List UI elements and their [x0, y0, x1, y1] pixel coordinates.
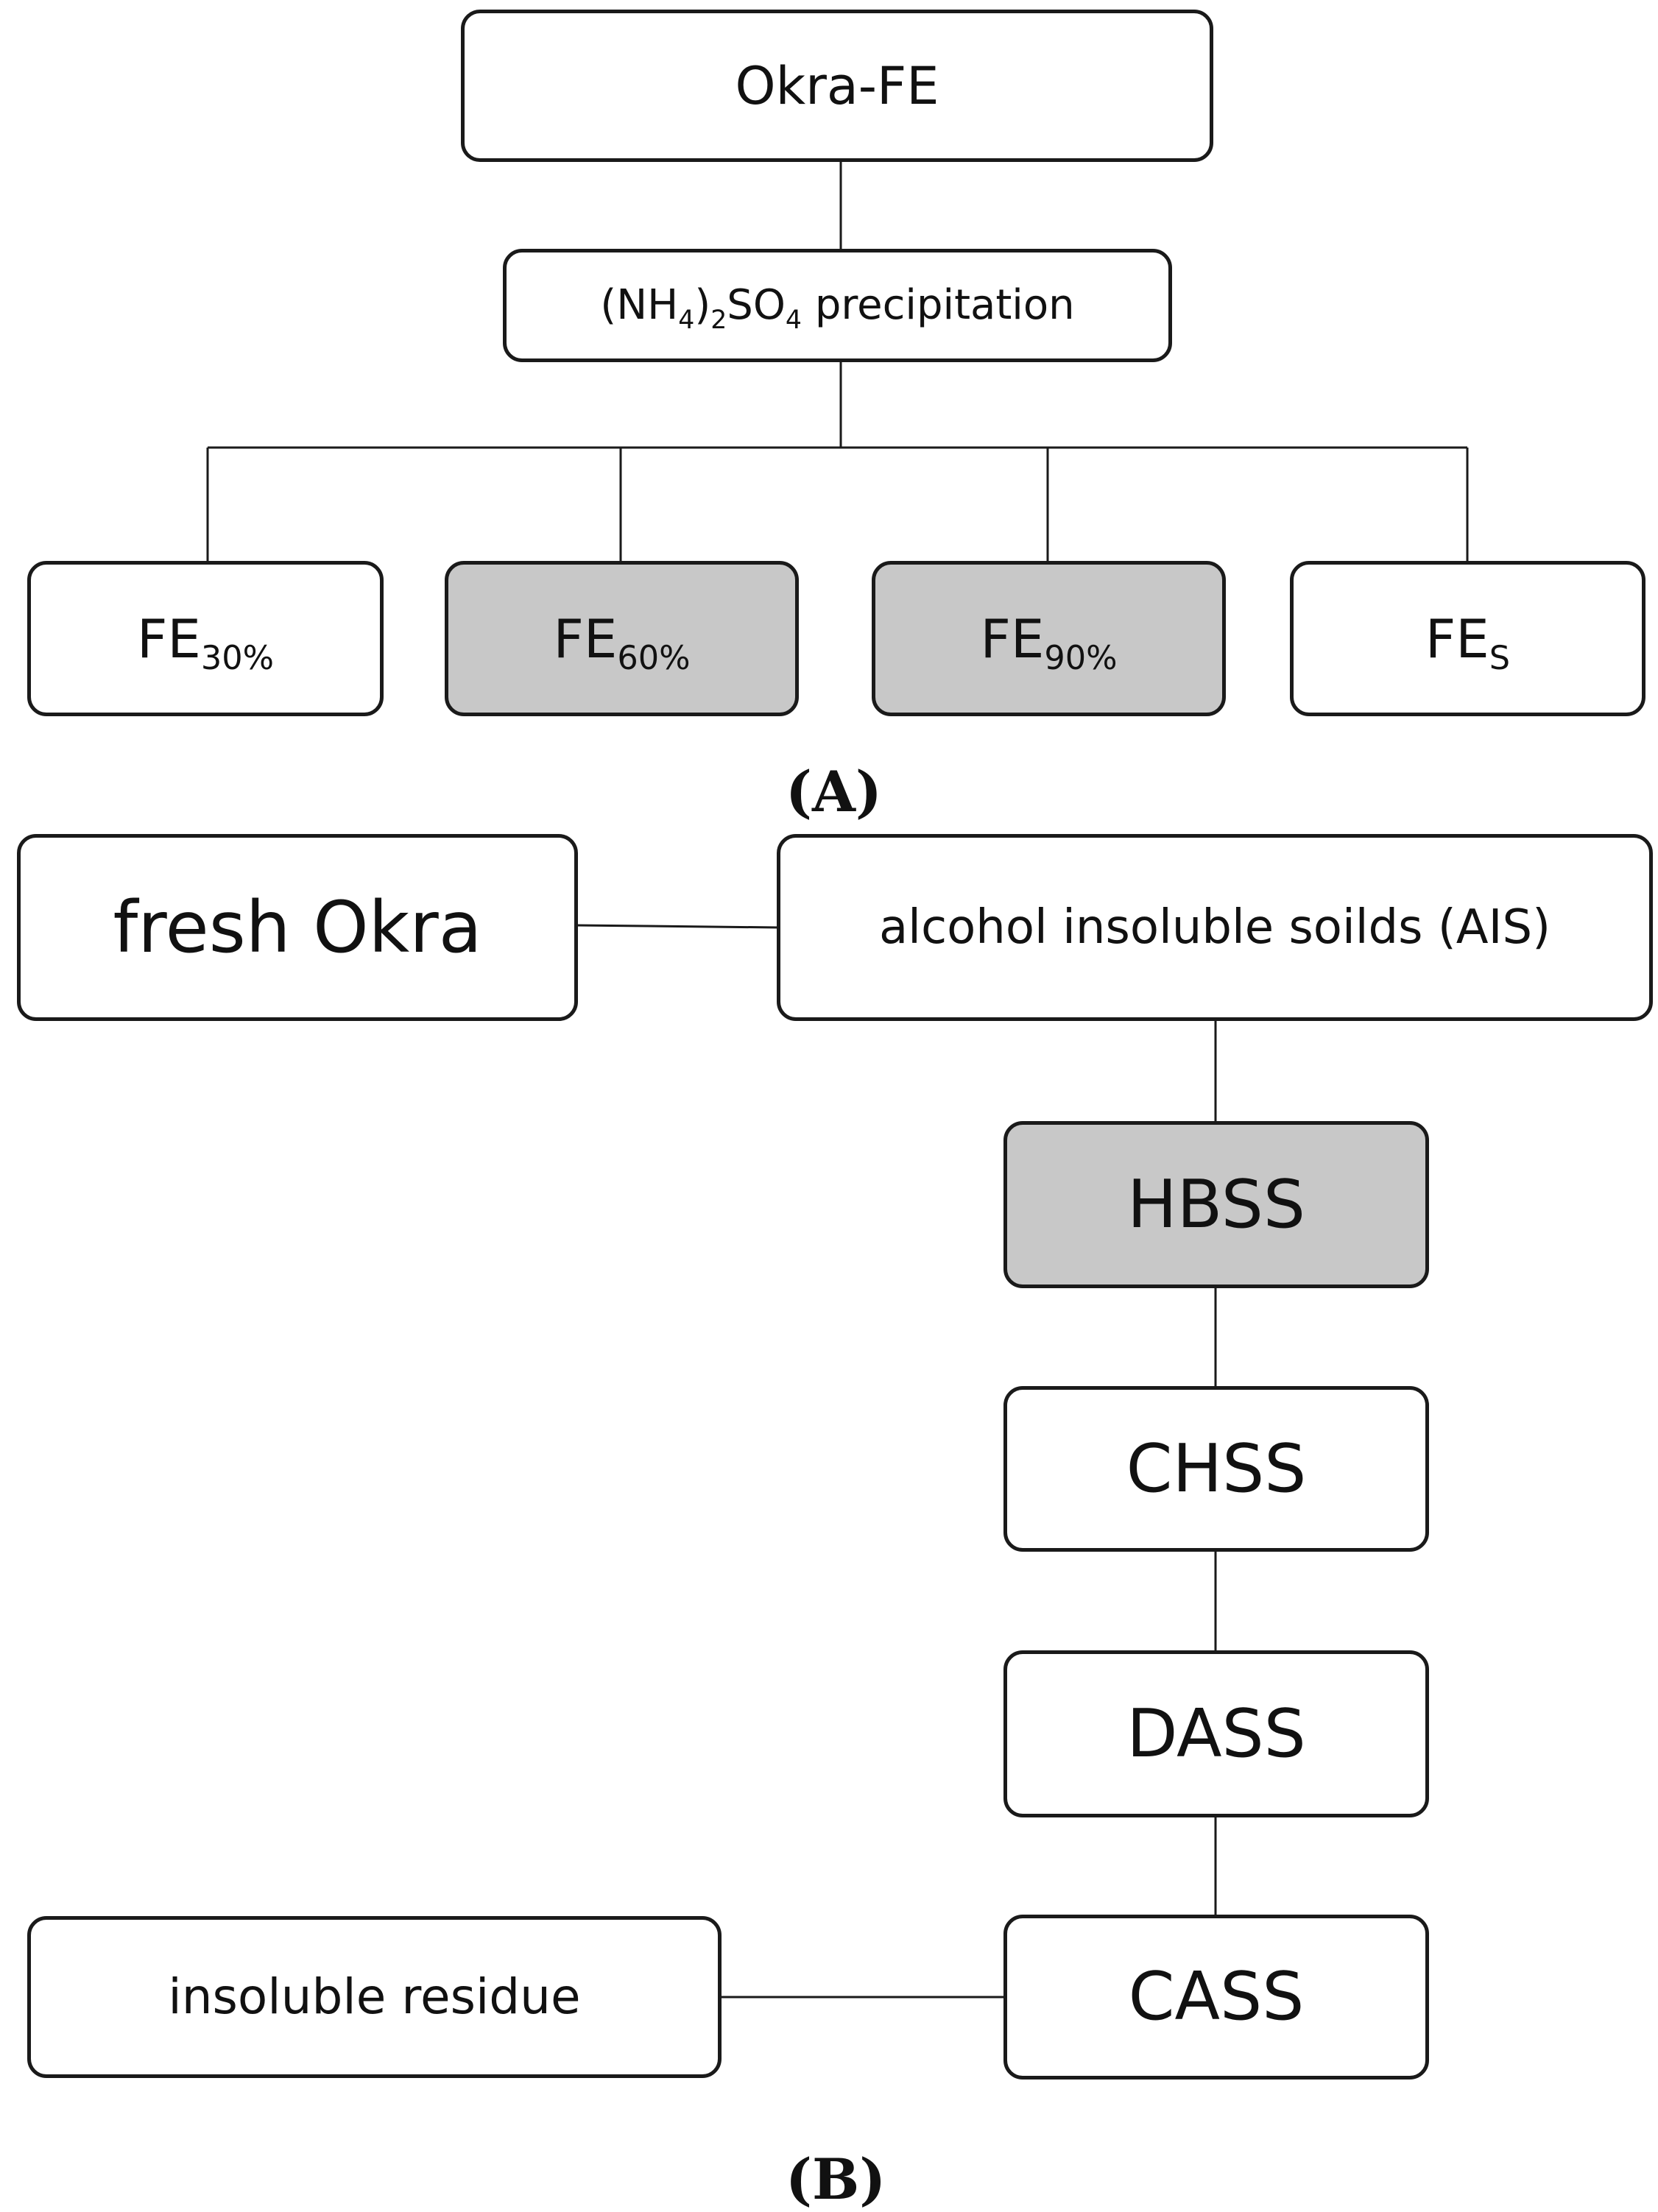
fe30-label: FE30%	[136, 607, 275, 678]
hbss-box: HBSS	[1003, 1121, 1429, 1288]
precipitation-label: (NH4)2SO4 precipitation	[600, 281, 1075, 336]
fresh-okra-label: fresh Okra	[113, 886, 482, 969]
panel-b-label: (B)	[786, 2146, 886, 2212]
fes-box: FES	[1290, 561, 1645, 716]
insoluble-residue-label: insoluble residue	[168, 1968, 581, 2025]
okra-fe-label: Okra-FE	[735, 55, 939, 116]
fe60-label: FE60%	[553, 607, 691, 678]
chss-label: CHSS	[1126, 1430, 1307, 1508]
cass-box: CASS	[1003, 1915, 1429, 2080]
insoluble-residue-box: insoluble residue	[27, 1916, 722, 2078]
ammonium-sulfate-precipitation-box: (NH4)2SO4 precipitation	[503, 249, 1172, 362]
connector-fresh-ais	[575, 924, 779, 929]
cass-label: CASS	[1128, 1958, 1305, 2035]
fresh-okra-box: fresh Okra	[17, 834, 578, 1021]
ais-label: alcohol insoluble soilds (AIS)	[878, 900, 1551, 955]
hbss-label: HBSS	[1126, 1165, 1306, 1243]
fe60-box: FE60%	[445, 561, 799, 716]
panel-a-label: (A)	[786, 759, 882, 824]
fes-label: FES	[1425, 607, 1511, 678]
ais-box: alcohol insoluble soilds (AIS)	[777, 834, 1653, 1021]
dass-box: DASS	[1003, 1650, 1429, 1817]
okra-fe-box: Okra-FE	[461, 10, 1213, 162]
fe90-label: FE90%	[980, 607, 1118, 678]
dass-label: DASS	[1126, 1695, 1306, 1773]
fe30-box: FE30%	[27, 561, 384, 716]
fe90-box: FE90%	[872, 561, 1226, 716]
chss-box: CHSS	[1003, 1386, 1429, 1552]
